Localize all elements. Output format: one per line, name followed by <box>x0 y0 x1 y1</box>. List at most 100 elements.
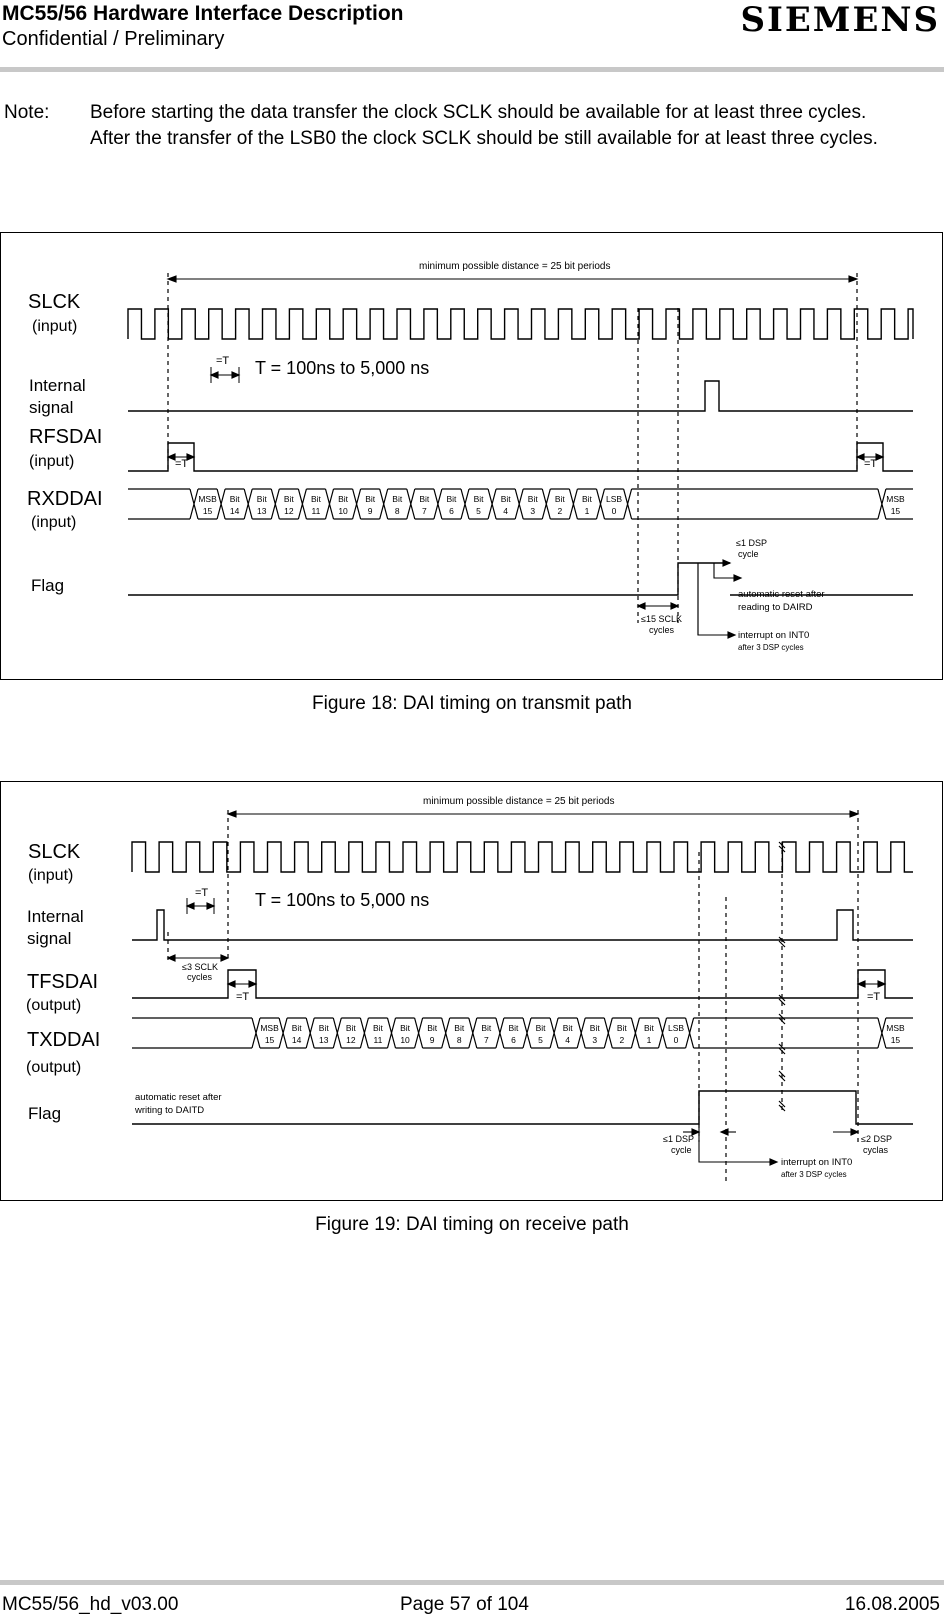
bus-bit-cell <box>495 1017 523 1049</box>
bit-index: 12 <box>346 1035 356 1045</box>
bit-index: 9 <box>368 506 373 516</box>
note-label: Note: <box>4 102 50 123</box>
bus-bit-cell <box>468 1017 496 1049</box>
reset-note: automatic reset after <box>738 589 825 600</box>
document-title: MC55/56 Hardware Interface Description <box>2 2 404 25</box>
bit-label: Bit <box>419 494 430 504</box>
dsp1-note: ≤1 DSP <box>663 1134 694 1144</box>
flag-waveform <box>132 1090 913 1125</box>
bus-bit-cell <box>549 1017 578 1049</box>
bit-label: Bit <box>319 1023 330 1033</box>
bit-label: MSB <box>886 494 905 504</box>
sclk3-note-2: cycles <box>187 972 213 982</box>
slck-dir-label: (input) <box>32 318 77 335</box>
bus-bit-cell <box>568 488 597 520</box>
bus-idle-line <box>132 1017 252 1049</box>
bit-label: Bit <box>474 494 485 504</box>
bit-index: 7 <box>484 1035 489 1045</box>
dsp2-note-2: cyclas <box>863 1145 889 1155</box>
bit-label: Bit <box>427 1023 438 1033</box>
slck-dir-label: (input) <box>28 867 73 884</box>
bit-index: 14 <box>292 1035 302 1045</box>
header-rule <box>0 67 944 72</box>
bus-bit-cell <box>514 488 543 520</box>
bus-bit-cell <box>576 1017 605 1049</box>
bit-index: 4 <box>503 506 508 516</box>
bit-label: Bit <box>590 1023 601 1033</box>
siemens-logo: SIEMENS <box>740 0 940 40</box>
bit-label: Bit <box>338 494 349 504</box>
period-annotation: T = 100ns to 5,000 ns <box>255 890 429 910</box>
bit-index: 13 <box>319 1035 329 1045</box>
bus-bit-cell <box>541 488 570 520</box>
bit-label: Bit <box>257 494 268 504</box>
eq-t-label: =T <box>195 887 208 899</box>
rxddai-bit-labels: MSB15Bit14Bit13Bit12Bit11Bit10Bit9Bit8Bi… <box>198 494 905 516</box>
bus-bit-cell <box>278 1017 307 1049</box>
footer-page-number: Page 57 of 104 <box>400 1594 529 1615</box>
bus-bit-cell <box>595 488 624 520</box>
rxddai-dir-label: (input) <box>31 514 76 531</box>
bit-index: 6 <box>449 506 454 516</box>
dsp1-note-2: cycle <box>671 1145 692 1155</box>
bit-label: Bit <box>536 1023 547 1033</box>
slck-waveform <box>131 841 913 873</box>
bit-index: 10 <box>338 506 348 516</box>
bit-label: Bit <box>230 494 241 504</box>
min-distance-annotation: minimum possible distance = 25 bit perio… <box>419 261 610 272</box>
eq-t-label: =T <box>867 991 880 1003</box>
bus-bit-cell <box>603 1017 632 1049</box>
interrupt-note-2: after 3 DSP cycles <box>738 643 804 652</box>
rxddai-bus <box>128 488 913 520</box>
dsp1-note: ≤1 DSP <box>736 538 767 548</box>
bus-idle-line <box>623 488 878 520</box>
bit-label: Bit <box>501 494 512 504</box>
flag-waveform <box>128 562 730 596</box>
bit-index: 5 <box>476 506 481 516</box>
note-line-2: After the transfer of the LSB0 the clock… <box>90 128 878 149</box>
flag-label: Flag <box>31 576 64 595</box>
bit-label: Bit <box>392 494 403 504</box>
bit-index: 10 <box>400 1035 410 1045</box>
sclk15-note-2: cycles <box>649 625 675 635</box>
bit-index: 8 <box>457 1035 462 1045</box>
eq-t-label: =T <box>864 458 877 470</box>
internal-label: Internal <box>29 376 86 395</box>
bus-bit-cell <box>324 488 353 520</box>
document-subtitle: Confidential / Preliminary <box>2 28 225 50</box>
bus-bit-cell <box>433 488 461 520</box>
footer-date: 16.08.2005 <box>844 1594 940 1615</box>
sclk3-note: ≤3 SCLK <box>182 962 218 972</box>
bus-bit-cell <box>352 488 380 520</box>
bus-bit-cell <box>487 488 516 520</box>
bit-index: 5 <box>538 1035 543 1045</box>
sclk15-note: ≤15 SCLK <box>641 614 682 624</box>
bit-index: 3 <box>530 506 535 516</box>
bus-bit-cell <box>251 1017 280 1049</box>
bit-label: Bit <box>617 1023 628 1033</box>
bit-index: 11 <box>312 506 321 516</box>
bit-label: Bit <box>284 494 295 504</box>
min-distance-annotation: minimum possible distance = 25 bit perio… <box>423 796 614 807</box>
bus-bit-cell <box>657 1017 686 1049</box>
bus-bit-cell <box>877 1017 913 1049</box>
bit-label: LSB <box>668 1023 684 1033</box>
rfsdai-waveform <box>128 442 913 472</box>
bus-idle-line <box>685 1017 878 1049</box>
bit-label: MSB <box>198 494 217 504</box>
bit-index: 0 <box>674 1035 679 1045</box>
internal-label-2: signal <box>27 929 71 948</box>
reset-note-2: reading to DAIRD <box>738 602 813 613</box>
bit-index: 11 <box>374 1035 383 1045</box>
bit-index: 15 <box>891 506 901 516</box>
bit-index: 6 <box>511 1035 516 1045</box>
footer-rule <box>0 1580 944 1585</box>
bit-label: Bit <box>563 1023 574 1033</box>
bit-index: 12 <box>284 506 294 516</box>
bus-bit-cell <box>189 488 218 520</box>
break-marks <box>778 841 786 1112</box>
rfsdai-dir-label: (input) <box>29 453 74 470</box>
eq-t-label: =T <box>175 458 188 470</box>
bit-index: 9 <box>430 1035 435 1045</box>
